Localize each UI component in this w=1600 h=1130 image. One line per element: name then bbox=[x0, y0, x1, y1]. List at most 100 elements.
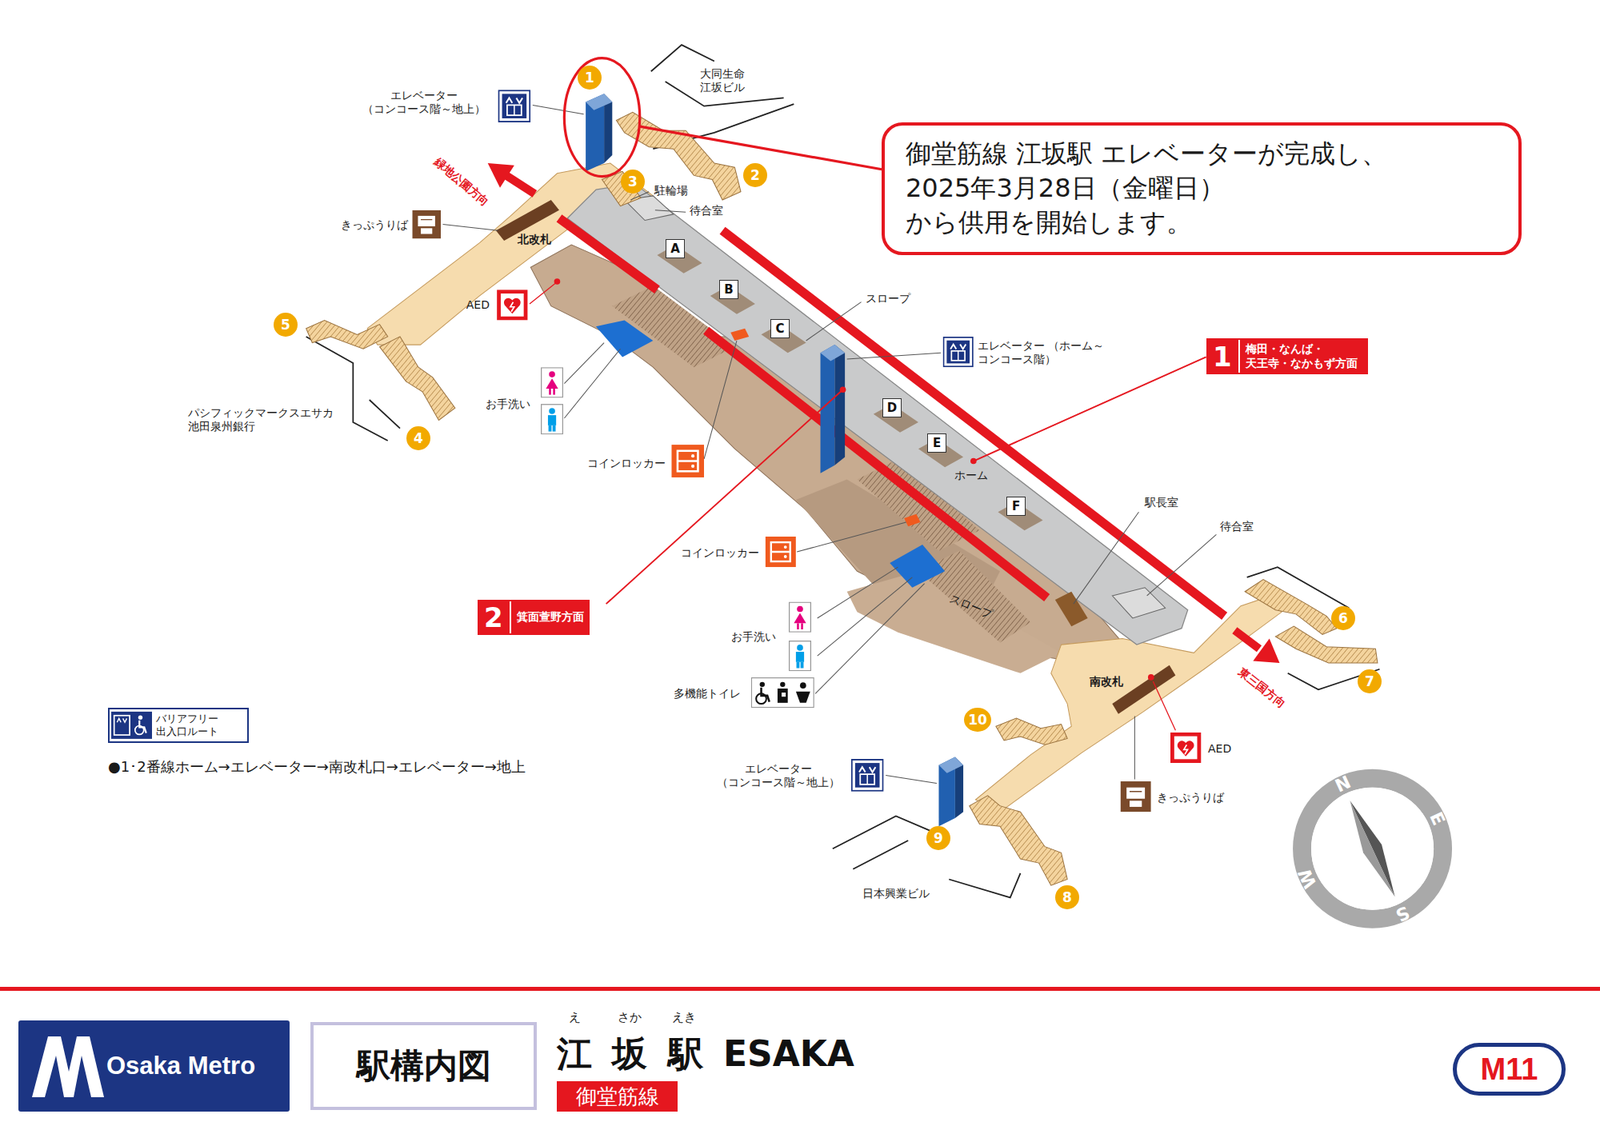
elevator-label: エレベーター （コンコース階～地上） bbox=[710, 762, 847, 790]
leader-line bbox=[704, 340, 737, 460]
ticket-label: きっぷうりば bbox=[340, 218, 408, 232]
exit-stairway bbox=[1275, 626, 1378, 664]
red-leader bbox=[606, 389, 844, 604]
stair-letter: B bbox=[719, 280, 739, 300]
title-reading: え bbox=[568, 1010, 581, 1025]
station-title: 江 坂 駅 ESAKA bbox=[556, 1035, 855, 1074]
leader-line bbox=[1134, 716, 1136, 780]
leader-line bbox=[796, 522, 906, 552]
leader-line bbox=[1073, 512, 1140, 604]
track bbox=[559, 218, 657, 290]
exit-number: 1 bbox=[577, 65, 602, 90]
footer-rule bbox=[0, 987, 1600, 992]
accessible-toilet-icon bbox=[751, 678, 814, 708]
stair-letter: A bbox=[665, 239, 685, 259]
leader-line bbox=[885, 775, 937, 784]
compass bbox=[1302, 778, 1444, 920]
node-text: 3 bbox=[628, 173, 638, 190]
direction-arrow bbox=[1234, 630, 1260, 649]
exit-number: 3 bbox=[620, 169, 645, 194]
title-reading: さか bbox=[617, 1010, 642, 1025]
node-text: C bbox=[775, 321, 784, 336]
toilet-icon bbox=[541, 368, 564, 398]
line-number: 2 bbox=[477, 601, 510, 634]
node-text: 2 bbox=[750, 167, 760, 184]
brand-logo: Osaka Metro bbox=[18, 1020, 290, 1112]
node-text: 9 bbox=[933, 830, 944, 847]
station-office bbox=[1055, 592, 1088, 627]
node-text: A bbox=[670, 241, 680, 256]
track bbox=[722, 230, 1225, 616]
aed-icon bbox=[496, 289, 528, 320]
facility-label: 待合室 bbox=[1220, 520, 1254, 534]
gate-label: 南改札 bbox=[1089, 675, 1124, 689]
exit-number: 8 bbox=[1055, 885, 1080, 910]
exit-stairway bbox=[969, 796, 1068, 886]
red-leader bbox=[973, 356, 1207, 461]
direction-arrow bbox=[506, 175, 536, 194]
platform-label: ホーム bbox=[952, 468, 990, 483]
toilet-icon bbox=[789, 602, 812, 632]
node-text: B bbox=[724, 282, 733, 297]
toilet-area bbox=[596, 320, 653, 358]
direction-arrow bbox=[1252, 638, 1280, 664]
waiting-room bbox=[1112, 588, 1165, 619]
map-type-box: 駅構内図 bbox=[310, 1022, 537, 1111]
callout-leader bbox=[640, 126, 882, 170]
gate-label: 北改札 bbox=[517, 232, 552, 247]
node-text: 御堂筋線 bbox=[576, 1083, 660, 1112]
toilet-area bbox=[889, 544, 945, 588]
exit-stairway bbox=[616, 112, 741, 200]
facility-label: 駅長室 bbox=[1144, 496, 1179, 510]
node-text: 7 bbox=[1364, 673, 1375, 690]
building-name: 大同生命 江坂ビル bbox=[700, 67, 764, 95]
ticket-icon bbox=[412, 210, 441, 240]
legend-box: バリアフリー 出入口ルート bbox=[108, 708, 249, 744]
stair-letter: E bbox=[927, 433, 947, 453]
exit-stairway bbox=[379, 336, 455, 421]
exit-number: 5 bbox=[273, 312, 298, 337]
barrier-free-icon bbox=[111, 712, 152, 740]
compass-needle bbox=[1349, 800, 1395, 897]
node-text: E bbox=[932, 436, 941, 451]
aed-label: AED bbox=[466, 298, 490, 312]
stair-letter: D bbox=[882, 398, 902, 418]
exit-number: 10 bbox=[964, 708, 992, 732]
toilet-label: お手洗い bbox=[485, 397, 531, 412]
callout-box: 御堂筋線 江坂駅 エレベーターが完成し、 2025年3月28日（金曜日）から供用… bbox=[881, 122, 1522, 256]
compass bbox=[1302, 778, 1444, 920]
building-outline bbox=[832, 816, 1021, 898]
stair-letter: C bbox=[770, 319, 790, 339]
leader-line bbox=[443, 224, 499, 232]
elevator-shaft bbox=[820, 344, 846, 361]
leader-line bbox=[817, 567, 899, 619]
compass-needle bbox=[1349, 800, 1395, 897]
stair-letter: F bbox=[1006, 496, 1026, 516]
node-text: 1 bbox=[584, 69, 595, 86]
node-text: 10 bbox=[968, 712, 988, 728]
leader-line bbox=[806, 302, 862, 341]
highlight-ring bbox=[564, 58, 640, 177]
toilet-icon bbox=[789, 641, 812, 672]
leader-dot bbox=[1148, 674, 1155, 681]
ticket-gate bbox=[1112, 665, 1176, 715]
elevator-shaft bbox=[834, 344, 845, 466]
node-text: D bbox=[887, 400, 897, 416]
exit-number: 4 bbox=[406, 426, 431, 451]
node-text: 8 bbox=[1062, 889, 1072, 906]
ticket-label: きっぷうりば bbox=[1156, 791, 1224, 805]
line-badge: 2箕面萱野方面 bbox=[477, 600, 590, 636]
node-text: 5 bbox=[280, 316, 291, 333]
red-leader bbox=[529, 284, 556, 305]
leader-line bbox=[1147, 534, 1217, 596]
station-number: M11 bbox=[1452, 1043, 1566, 1096]
leader-line bbox=[815, 584, 924, 695]
line-badge: 1梅田・なんば・ 天王寺・なかもず方面 bbox=[1206, 338, 1368, 375]
legend-text: バリアフリー 出入口ルート bbox=[156, 712, 228, 738]
line-number: 1 bbox=[1206, 340, 1239, 373]
node-text: M11 bbox=[1480, 1052, 1539, 1088]
building-name: 日本興業ビル bbox=[862, 887, 930, 901]
brand-logo-ground bbox=[18, 1020, 290, 1112]
route-note: ●1･2番線ホーム→エレベーター→南改札口→エレベーター→地上 bbox=[108, 758, 526, 776]
aed-label: AED bbox=[1208, 742, 1232, 756]
